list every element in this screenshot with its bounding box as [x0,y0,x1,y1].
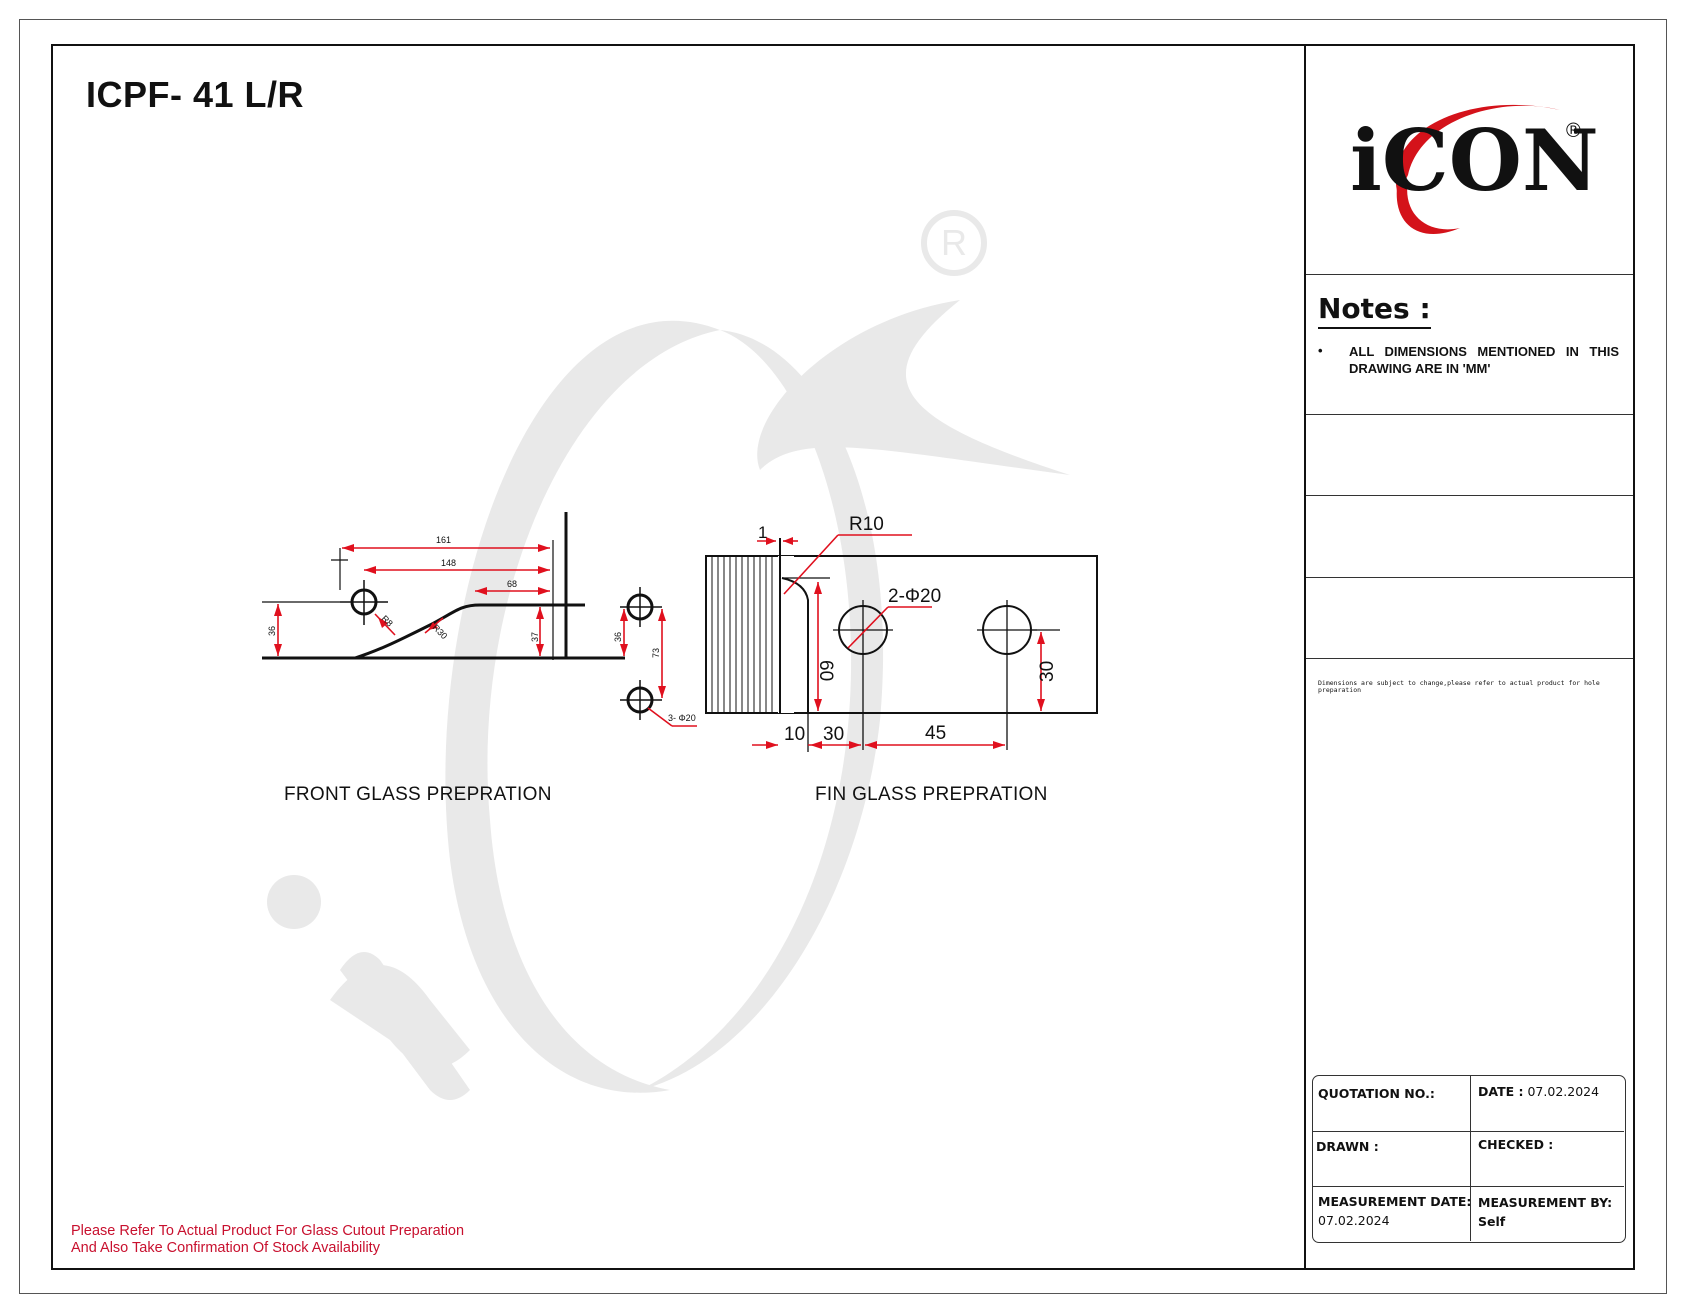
front-glass-drawing [262,512,662,720]
date-label: DATE : [1478,1084,1524,1099]
fin-glass-dimensions [752,534,1045,749]
measurement-by-label: MEASUREMENT BY: [1478,1195,1613,1210]
checked-label: CHECKED : [1478,1137,1554,1152]
quotation-label: QUOTATION NO.: [1318,1086,1435,1101]
dim-r10: R10 [849,514,884,535]
notes-bullet: • [1318,343,1323,358]
disclaimer-note: Dimensions are subject to change,please … [1318,679,1600,694]
fin-glass-drawing [705,538,1098,752]
drawn-label: DRAWN : [1316,1139,1379,1154]
logo-registered-mark: ® [1566,120,1581,142]
measurement-by-value: Self [1478,1214,1506,1229]
logo-wordmark: iCON [1350,111,1599,210]
dim-36: 36 [267,626,277,636]
footer-note-line2: And Also Take Confirmation Of Stock Avai… [71,1240,380,1256]
measurement-date-label: MEASUREMENT DATE: [1318,1194,1472,1209]
dim-36b: 36 [613,632,623,642]
watermark-logo [267,210,1070,1100]
panel-divider [1306,577,1633,578]
date-field: DATE : 07.02.2024 [1478,1084,1599,1099]
watermark-registered: R [941,222,967,263]
dim-68: 68 [507,579,517,589]
outer-frame [19,19,1667,1294]
dim-holes-front: 3- Φ20 [668,713,696,723]
dim-fin-holes: 2-Φ20 [888,586,941,607]
dim-10: 10 [784,724,805,745]
dim-148: 148 [441,558,456,568]
footer-note: Please Refer To Actual Product For Glass… [71,1223,464,1257]
dim-73: 73 [651,648,661,658]
drawing-title: ICPF- 41 L/R [86,74,305,115]
dim-60: 60 [815,660,836,681]
front-glass-dimensions [274,544,697,727]
footer-note-line1: Please Refer To Actual Product For Glass… [71,1223,465,1239]
date-value: 07.02.2024 [1527,1084,1600,1099]
dim-1: 1 [758,523,767,542]
panel-divider [1306,274,1633,275]
measurement-date-value: 07.02.2024 [1318,1213,1390,1228]
dim-37: 37 [530,632,540,642]
dim-161: 161 [436,535,451,545]
fin-glass-dim-labels: 1 R10 2-Φ20 60 30 10 30 45 [758,514,1058,745]
notes-item: ALL DIMENSIONS MENTIONED IN THIS DRAWING… [1349,344,1619,376]
fin-glass-caption: FIN GLASS PREPRATION [815,784,1048,805]
notes-heading: Notes : [1318,292,1431,329]
measurement-by-field: MEASUREMENT BY: Self [1478,1193,1612,1231]
drawing-frame [51,44,1635,1270]
dim-30: 30 [823,724,844,745]
panel-divider [1306,495,1633,496]
icon-logo: iCON ® [1350,104,1599,235]
info-block [1312,1075,1626,1243]
title-block-panel [1304,44,1635,1270]
dim-30-vertical: 30 [1037,661,1058,682]
panel-divider [1306,414,1633,415]
measurement-date-field: MEASUREMENT DATE: 07.02.2024 [1318,1192,1471,1230]
front-glass-caption: FRONT GLASS PREPRATION [284,784,552,805]
dim-45: 45 [925,723,946,744]
panel-divider [1306,658,1633,659]
